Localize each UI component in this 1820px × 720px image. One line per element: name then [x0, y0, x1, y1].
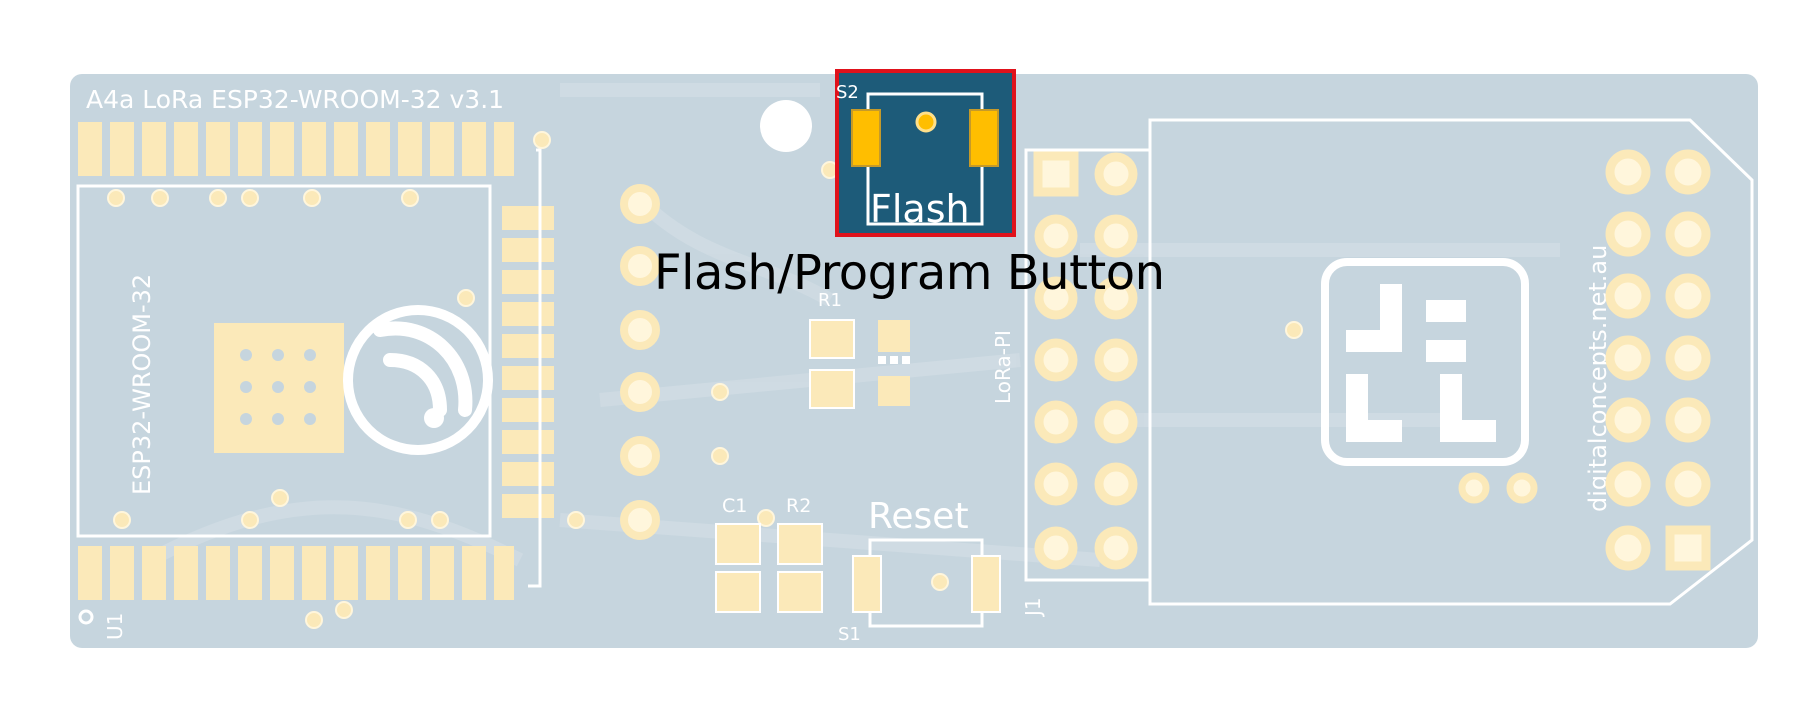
mounting-hole: [78, 609, 94, 625]
module-side-pads: [502, 206, 554, 518]
reset-switch: [852, 538, 1001, 628]
lora-small-vias: [1458, 472, 1538, 504]
board-title: A4a LoRa ESP32-WROOM-32 v3.1: [86, 85, 504, 114]
flash-switch-via: [915, 111, 937, 133]
c1-label: C1: [722, 495, 747, 517]
flash-switch-highlight: Flash: [835, 69, 1016, 237]
header-label: LoRa-PI: [991, 330, 1015, 404]
r2-label: R2: [786, 495, 811, 517]
flash-switch-pad-right: [969, 109, 999, 167]
espressif-logo-dot: [424, 408, 444, 428]
lora-logo: [1321, 258, 1529, 466]
module-top-pads: [78, 122, 514, 176]
r1-label: R1: [818, 290, 842, 311]
s1-label: S1: [838, 624, 861, 645]
pcb-board: [70, 74, 1758, 648]
module-bottom-pads: [78, 546, 514, 600]
header-column-pads: [620, 184, 660, 540]
flash-annotation: Flash/Program Button: [654, 245, 1165, 301]
flash-label: Flash: [870, 187, 970, 231]
module-edge-line: [528, 148, 542, 588]
r1-component: [809, 319, 910, 409]
espressif-logo: [343, 305, 493, 455]
flash-switch-pad-left: [851, 109, 881, 167]
reset-label: Reset: [868, 496, 969, 537]
website-label: digitalconcepts.net.au: [1584, 245, 1612, 512]
u1-label: U1: [103, 613, 127, 640]
vias: [107, 131, 1303, 629]
c1-r2-components: [715, 523, 823, 613]
s2-label: S2: [836, 82, 859, 103]
lora-module-outline: [1148, 118, 1754, 606]
j1-label: J1: [1021, 597, 1045, 618]
fiducial: [760, 100, 812, 152]
j1-header-pads: [1033, 151, 1138, 570]
module-label: ESP32-WROOM-32: [128, 274, 156, 495]
lora-module-pads: [1605, 149, 1711, 571]
ground-pad-holes: [240, 349, 316, 425]
